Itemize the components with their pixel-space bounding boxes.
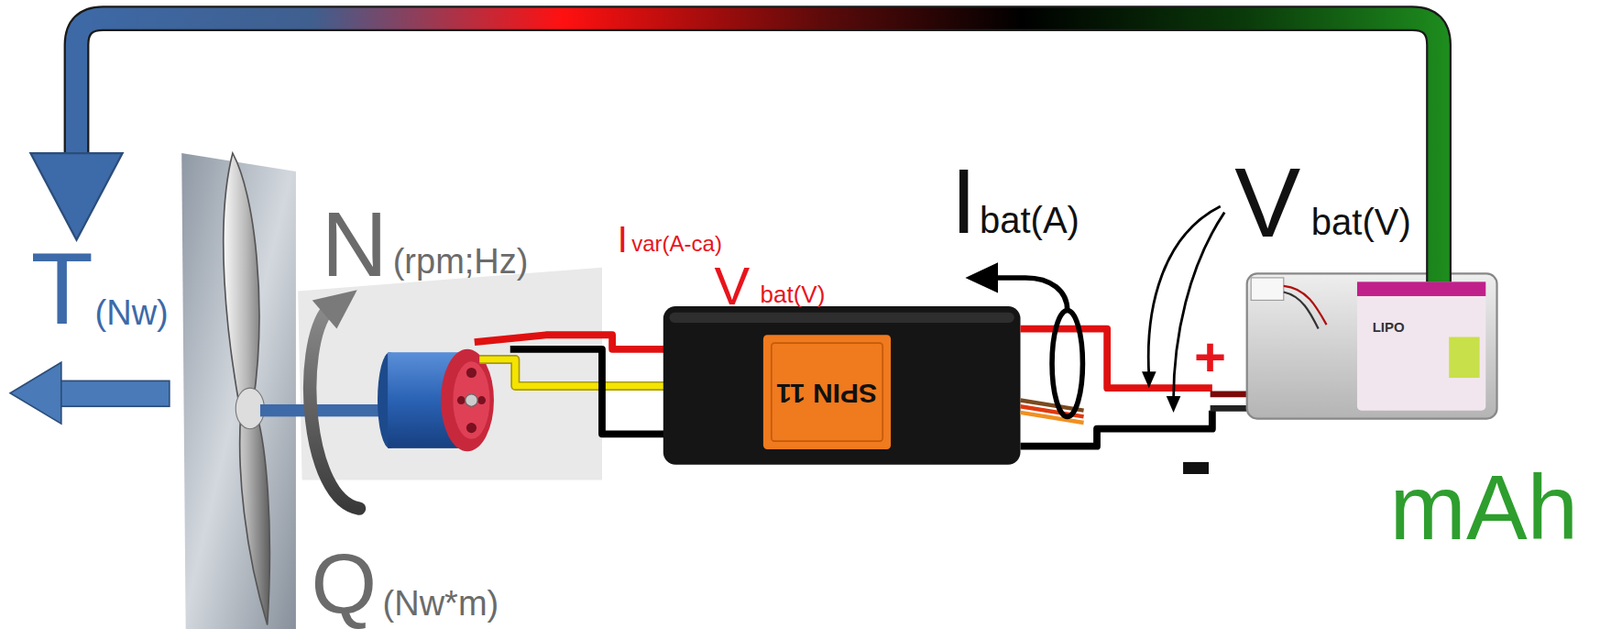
positive-wire (1020, 328, 1213, 389)
quantity-symbol: N (321, 197, 388, 290)
label-anchor: LIPO (1372, 319, 1405, 335)
quantity-symbol: V (1234, 153, 1301, 253)
current-arrow (995, 277, 1068, 311)
motor-shaft (260, 404, 392, 417)
propeller-hub (235, 387, 264, 429)
label-anchor: mAh (1390, 460, 1579, 553)
unit-subscript: bat(V) (760, 282, 826, 307)
label-anchor: SPIN 11 (776, 379, 877, 407)
label-anchor: N (321, 197, 388, 290)
esc-label (763, 334, 891, 450)
label-anchor: Q (311, 540, 378, 625)
voltage-arrowhead (1166, 395, 1182, 413)
energy-pipe-outline (76, 18, 1440, 282)
label-anchor: I (951, 154, 977, 247)
polarity-sign: + (1194, 329, 1227, 385)
esc-label-frame (771, 342, 883, 441)
product-marking: SPIN 11 (776, 379, 877, 407)
label-anchor: bat(V) (760, 282, 826, 307)
battery-lead (1210, 391, 1252, 398)
unit-subscript: bat(V) (1311, 203, 1412, 241)
product-marking: LIPO (1372, 319, 1405, 334)
motor-face (440, 349, 494, 451)
current-arrowhead (964, 262, 998, 293)
unit-subscript: var(A-ca) (631, 232, 723, 255)
esc-highlight (668, 312, 1014, 323)
label-anchor: - (1179, 408, 1214, 510)
polarity-sign: - (1179, 408, 1214, 510)
unit-subscript: (Nw) (95, 295, 169, 330)
unit-subscript: bat(A) (979, 201, 1080, 239)
label-anchor: bat(V) (1311, 203, 1412, 241)
motor-hole (477, 395, 486, 405)
label-anchor: var(A-ca) (631, 232, 723, 255)
quantity-symbol: I (617, 220, 628, 258)
energy-arrowhead (30, 153, 122, 241)
unit-subscript: (Nw*m) (383, 585, 500, 621)
motor-hole (466, 422, 477, 433)
unit-subscript: (rpm;Hz) (393, 243, 529, 279)
energy-pipe (76, 18, 1440, 282)
label-anchor: V (1234, 153, 1301, 253)
thrust-arrow (59, 380, 170, 406)
battery-patch (1448, 336, 1480, 378)
motor-photo (297, 267, 603, 481)
balance-wire (1283, 292, 1319, 329)
battery-label (1357, 281, 1486, 410)
lipo-battery (1247, 273, 1498, 418)
capacity-unit: mAh (1390, 460, 1579, 553)
propeller-photo (181, 153, 296, 629)
motor-hole (466, 367, 477, 378)
rotation-arrowhead (312, 289, 358, 329)
label-anchor: (Nw) (95, 295, 169, 330)
label-anchor: V (713, 259, 750, 313)
label-anchor: bat(A) (979, 201, 1080, 239)
rotation-arrow (309, 307, 360, 508)
thrust-arrowhead (10, 361, 62, 424)
balance-connector (1250, 277, 1284, 300)
propeller-blade (223, 153, 271, 625)
quantity-symbol: V (713, 259, 750, 313)
voltage-arrowhead (1141, 371, 1157, 388)
label-anchor: (rpm;Hz) (393, 243, 529, 279)
quantity-symbol: T (30, 237, 93, 340)
esc-body (663, 306, 1021, 465)
label-anchor: I (617, 220, 628, 258)
motor-face-inner (452, 361, 490, 439)
battery-lead (1210, 405, 1252, 412)
quantity-symbol: I (951, 154, 977, 247)
quantity-symbol: Q (311, 540, 378, 625)
motor-axle (465, 394, 478, 406)
motor-hole (457, 395, 466, 405)
label-anchor: T (30, 237, 93, 340)
current-clamp (1052, 310, 1083, 417)
label-anchor: + (1194, 329, 1227, 385)
label-anchor: (Nw*m) (383, 585, 500, 621)
battery-stripe (1357, 281, 1486, 296)
